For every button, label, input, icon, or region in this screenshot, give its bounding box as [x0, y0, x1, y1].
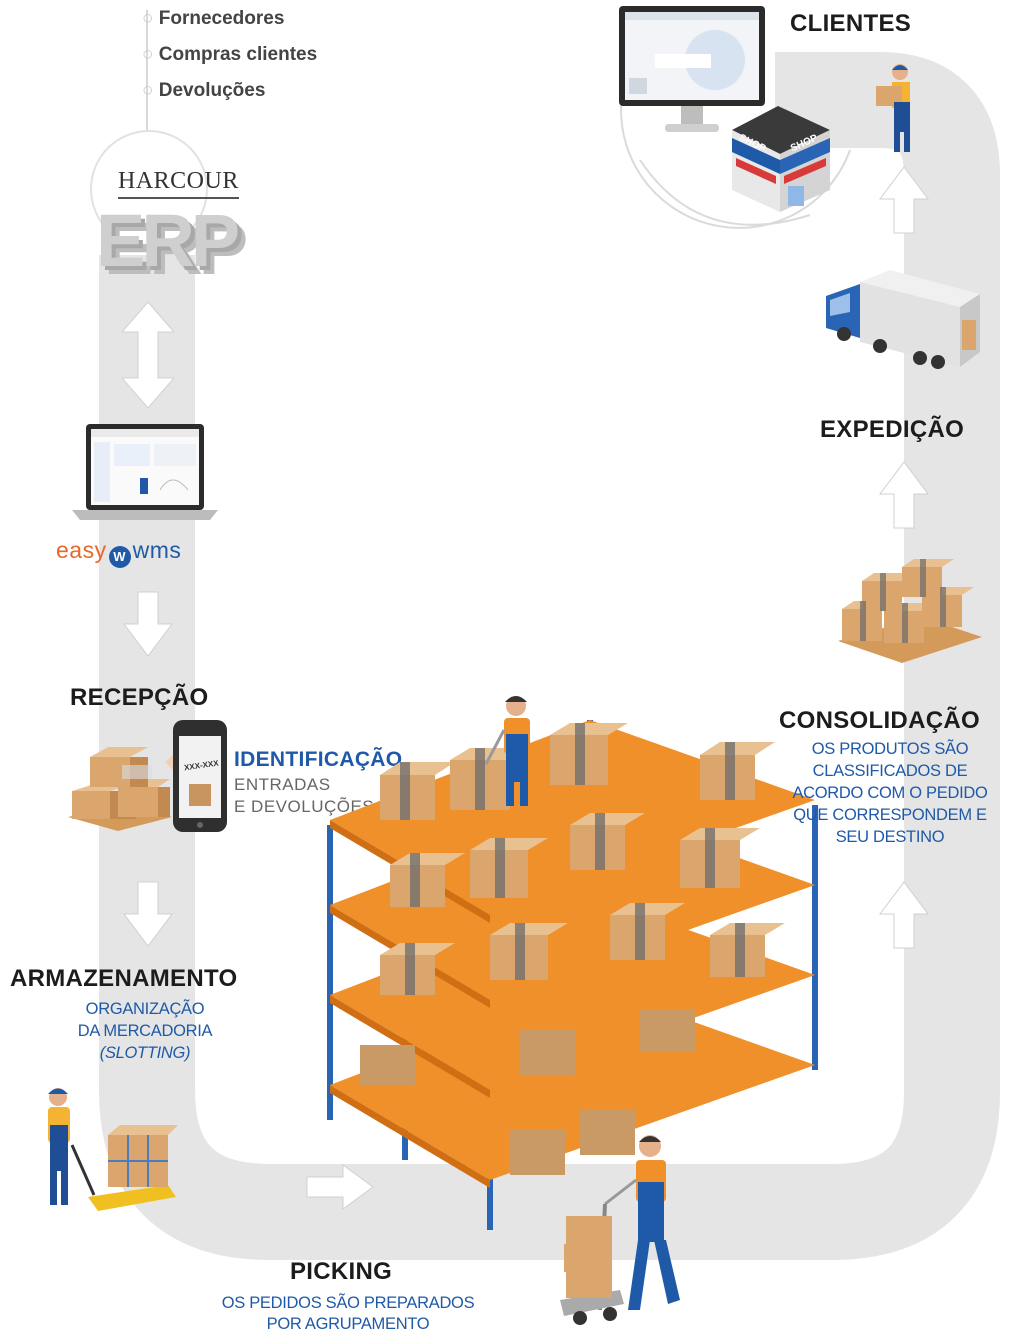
stage-title-expedicao: EXPEDIÇÃO [820, 416, 965, 443]
picking-line2: POR AGRUPAMENTO [266, 1315, 430, 1333]
erp-inputs-list: ○ Fornecedores ○ Compras clientes ○ Devo… [142, 6, 317, 114]
up-arrow-icon [879, 166, 929, 234]
stage-title-identificacao: IDENTIFICAÇÃO [234, 748, 403, 771]
consolidacao-line: SEU DESTINO [835, 828, 945, 846]
consolidacao-line: QUE CORRESPONDEM E [793, 806, 987, 824]
pallet-boxes-icon [68, 747, 172, 831]
armazenamento-line1: ORGANIZAÇÃO [85, 1000, 205, 1018]
consolidacao-line: ACORDO COM O PEDIDO [792, 784, 988, 802]
stage-title-recepcao: RECEPÇÃO [70, 684, 209, 711]
worker-hand-truck-icon [560, 1135, 680, 1325]
picking-line1: OS PEDIDOS SÃO PREPARADOS [221, 1294, 475, 1312]
double-arrow-icon [120, 301, 176, 409]
monitor-icon [619, 6, 765, 132]
warehouse-racks-illustration [327, 720, 818, 1230]
up-arrow-icon [879, 881, 929, 949]
stage-title-clientes: CLIENTES [790, 10, 912, 37]
consolidation-boxes-icon [838, 559, 982, 663]
erp-label: ERP [96, 199, 240, 282]
wms-badge-icon: W [108, 546, 131, 568]
stage-title-picking: PICKING [290, 1258, 393, 1285]
armazenamento-line3: (SLOTTING) [99, 1044, 191, 1062]
stage-title-consolidacao: CONSOLIDAÇÃO [779, 707, 980, 734]
harcour-logo: HARCOUR [118, 168, 239, 199]
down-arrow-icon [123, 881, 173, 947]
input-item: ○ Devoluções [142, 80, 266, 101]
identificacao-line2: E DEVOLUÇÕES [234, 797, 375, 816]
input-item: ○ Fornecedores [142, 8, 285, 29]
stage-title-armazenamento: ARMAZENAMENTO [10, 965, 238, 992]
input-item: ○ Compras clientes [142, 44, 318, 65]
consolidacao-line: OS PRODUTOS SÃO [811, 740, 969, 758]
armazenamento-line2: DA MERCADORIA [77, 1022, 213, 1040]
consolidacao-line: CLASSIFICADOS DE [812, 762, 968, 780]
shop-icon [732, 106, 830, 212]
up-arrow-icon [879, 461, 929, 529]
right-arrow-icon [306, 1164, 374, 1210]
scanner-device-icon [165, 720, 227, 832]
worker-carrying-box-icon [876, 64, 910, 152]
worker-top-icon [484, 696, 530, 806]
identificacao-line1: ENTRADAS [234, 775, 331, 794]
worker-pallet-jack-icon [48, 1088, 178, 1211]
truck-icon [826, 270, 980, 369]
down-arrow-icon [123, 591, 173, 657]
erp-circle [90, 130, 208, 248]
laptop-icon [72, 424, 218, 520]
